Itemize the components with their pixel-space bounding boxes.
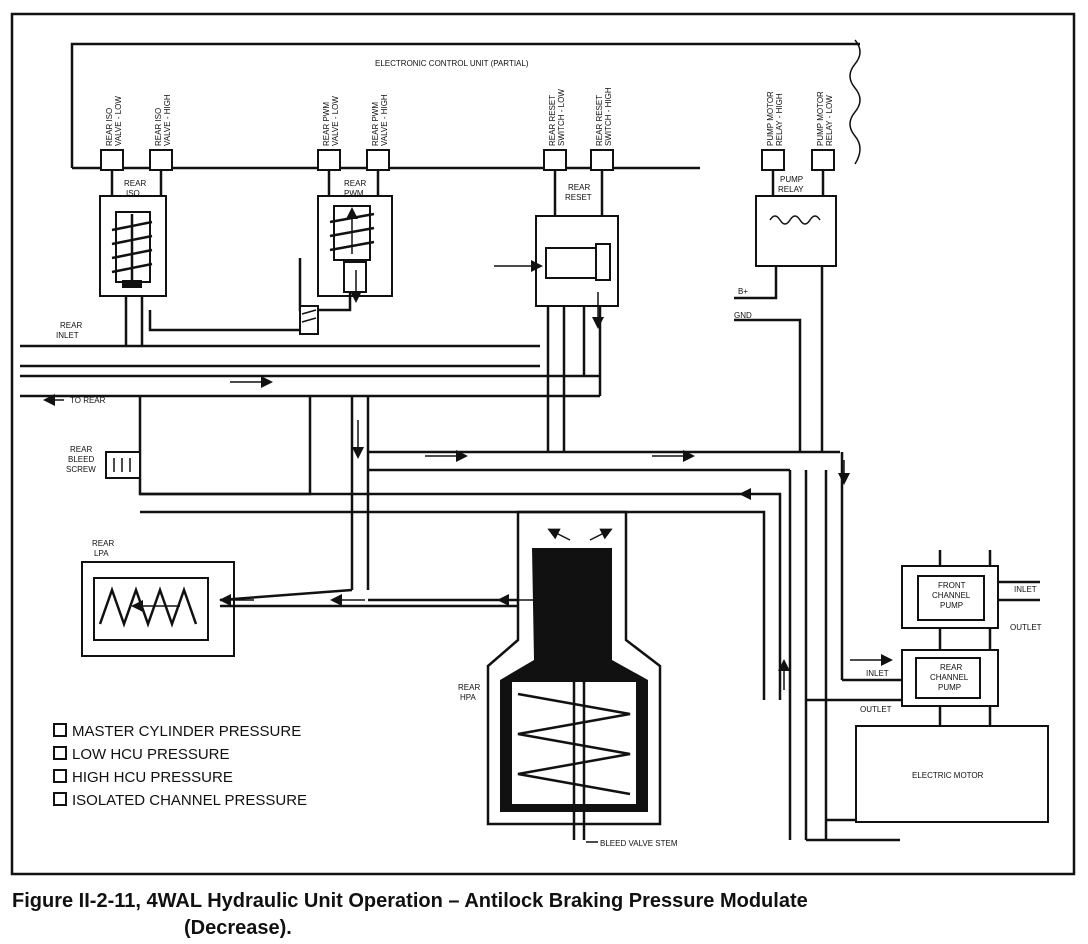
electric-motor-label: ELECTRIC MOTOR [912,771,984,780]
ecu-terminal: REAR RESETSWITCH - LOW [543,89,567,171]
rear-pump-outlet-label: OUTLET [860,705,892,714]
check-valve [299,305,319,335]
legend-item: ISOLATED CHANNEL PRESSURE [53,792,307,809]
legend-item: HIGH HCU PRESSURE [53,769,233,786]
legend-item: LOW HCU PRESSURE [53,746,230,763]
rear-pump-inlet-label: INLET [866,669,889,678]
legend-swatch [53,723,67,737]
svg-text:REAR RESETSWITCH - LOW: REAR RESETSWITCH - LOW [548,89,566,146]
ecu-terminals: REAR ISOVALVE - LOW REAR ISOVALVE - HIGH… [100,87,835,171]
ecu-terminal: REAR ISOVALVE - HIGH [149,94,173,171]
figure-caption-line2: (Decrease). [184,917,292,939]
svg-text:REAR ISOVALVE - HIGH: REAR ISOVALVE - HIGH [154,94,172,146]
svg-text:REAR ISOVALVE - LOW: REAR ISOVALVE - LOW [105,96,123,146]
ecu-terminal: REAR RESETSWITCH - HIGH [590,87,614,171]
legend-swatch [53,792,67,806]
ecu-terminal: PUMP MOTORRELAY - HIGH [761,91,785,171]
svg-text:PUMP MOTORRELAY - LOW: PUMP MOTORRELAY - LOW [816,91,834,146]
ecu-block: ELECTRONIC CONTROL UNIT (PARTIAL) [70,39,861,170]
svg-text:REAR PWMVALVE - HIGH: REAR PWMVALVE - HIGH [371,94,389,146]
svg-text:REAR RESETSWITCH - HIGH: REAR RESETSWITCH - HIGH [595,87,613,146]
legend-label: HIGH HCU PRESSURE [72,769,233,786]
b-plus-label: B+ [738,287,748,296]
bleed-valve-stem-label: BLEED VALVE STEM [600,839,678,848]
front-pump-inlet-label: INLET [1014,585,1037,594]
ecu-terminal: PUMP MOTORRELAY - LOW [811,91,835,171]
legend-label: ISOLATED CHANNEL PRESSURE [72,792,307,809]
legend-swatch [53,746,67,760]
svg-text:PUMP MOTORRELAY - HIGH: PUMP MOTORRELAY - HIGH [766,91,784,146]
gnd-label: GND [734,311,752,320]
figure-caption-line1: Figure II-2-11, 4WAL Hydraulic Unit Oper… [12,890,808,912]
legend-swatch [53,769,67,783]
to-rear-indicator: TO REAR [43,394,106,406]
ecu-terminal: REAR PWMVALVE - HIGH [366,94,390,171]
front-pump-outlet-label: OUTLET [1010,623,1042,632]
hydraulic-passages [20,296,900,842]
ecu-terminal: REAR PWMVALVE - LOW [317,96,341,171]
svg-text:REAR PWMVALVE - LOW: REAR PWMVALVE - LOW [322,96,340,146]
ecu-terminal: REAR ISOVALVE - LOW [100,96,124,171]
pressure-legend: MASTER CYLINDER PRESSURE LOW HCU PRESSUR… [53,723,307,809]
legend-label: LOW HCU PRESSURE [72,746,230,763]
legend-item: MASTER CYLINDER PRESSURE [53,723,301,740]
ecu-title: ELECTRONIC CONTROL UNIT (PARTIAL) [375,59,529,68]
diagram-frame [10,12,1076,876]
svg-text:TO REAR: TO REAR [70,396,106,405]
legend-label: MASTER CYLINDER PRESSURE [72,723,301,740]
electric-motor: ELECTRIC MOTOR [855,725,1049,823]
